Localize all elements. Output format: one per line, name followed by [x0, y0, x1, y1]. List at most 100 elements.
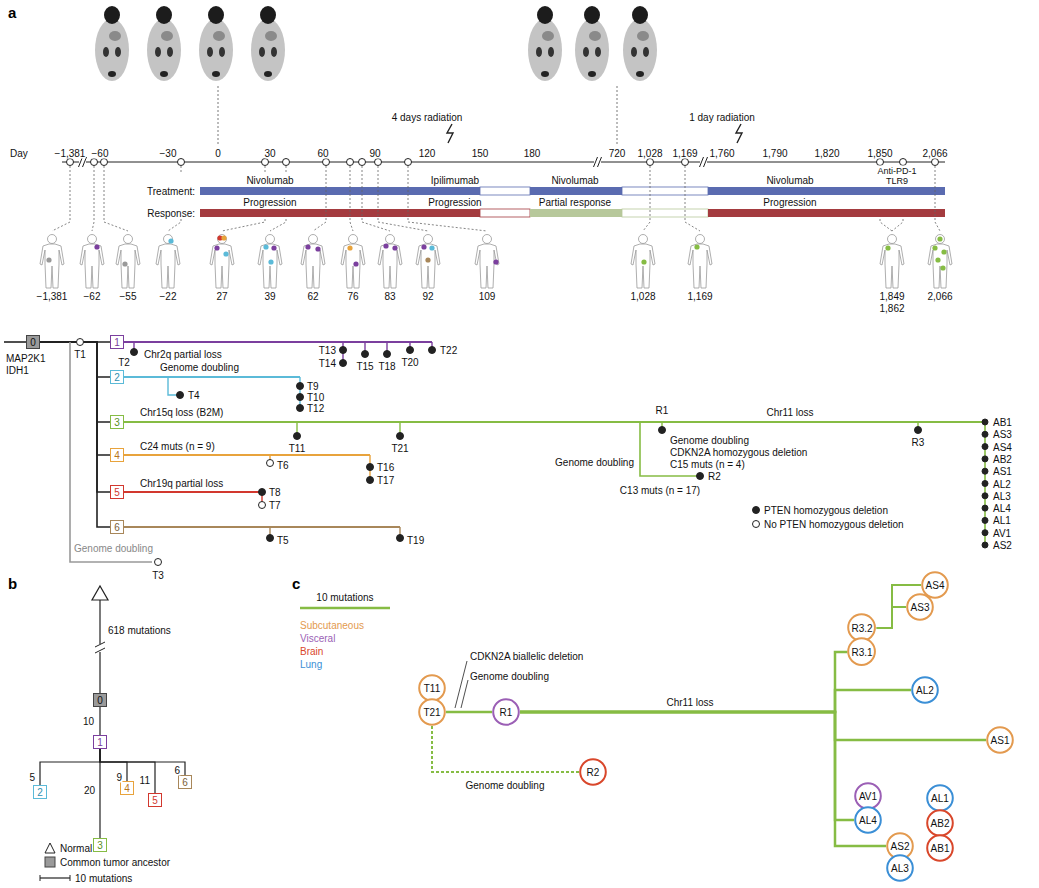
annotation-label: b: [8, 575, 17, 592]
pet-organ: [212, 71, 220, 77]
annotation-label: T3: [152, 570, 164, 581]
body-head: [88, 235, 97, 244]
tumor-dot: [122, 261, 127, 266]
pet-head: [537, 6, 553, 24]
pet-torso: [623, 19, 657, 81]
timepoint-circle: [877, 159, 884, 166]
annotation-label: Genome doubling: [160, 362, 239, 373]
annotation-label: AL3: [993, 490, 1011, 501]
tumor-dot: [937, 236, 942, 241]
pten-deleted-dot: [659, 427, 666, 434]
tumor-dot: [493, 259, 498, 264]
sample-circle: AL4: [854, 806, 882, 834]
body-outline: [928, 244, 952, 288]
body-head: [349, 235, 358, 244]
tree-branch: [877, 607, 906, 628]
response-bar: [530, 209, 622, 217]
annotation-label: T6: [277, 460, 289, 471]
annotation-label: C13 muts (n = 17): [620, 485, 700, 496]
pten-deleted-dot: [982, 530, 988, 536]
node-label: AS4: [926, 580, 945, 591]
legend-item: Brain: [300, 646, 323, 657]
tumor-dot: [305, 244, 310, 249]
radiation-bolt: [447, 124, 453, 143]
annotation-label: 76: [347, 291, 358, 302]
node-label: AL4: [859, 815, 877, 826]
sample-circle: AS1: [986, 726, 1014, 754]
annotation-label: R1: [656, 405, 669, 416]
annotation-label: 1,862: [879, 303, 904, 314]
pet-organ: [160, 71, 168, 77]
annotation-label: Genome doubling: [555, 457, 634, 468]
annotation-label: 618 mutations: [108, 625, 171, 636]
legend-item: No PTEN homozygous deletion: [764, 519, 904, 530]
annotation-label: R2: [708, 471, 721, 482]
annotation-label: 109: [479, 291, 496, 302]
timepoint-circle: [262, 159, 269, 166]
pten-intact-dot: [259, 502, 266, 509]
pten-deleted-dot: [259, 489, 266, 496]
axis-break: [700, 157, 704, 167]
pten-deleted-dot: [982, 468, 988, 474]
pet-torso: [528, 19, 562, 81]
sample-circle: AL3: [886, 854, 914, 882]
node-label: 5: [152, 795, 158, 806]
tree-branch: [520, 690, 911, 712]
node-label: 1: [114, 337, 120, 348]
tree-branch: [40, 342, 110, 455]
treatment-bar: [200, 187, 480, 195]
branch-label: 11: [140, 775, 150, 786]
annotation-label: 2,066: [922, 148, 947, 159]
tumor-dot: [941, 249, 946, 254]
annotation-label: 1,028: [637, 148, 662, 159]
response-bar: [480, 209, 530, 217]
scale-bar: [40, 875, 41, 881]
tree-branch: [520, 712, 886, 846]
tree-branch: [432, 726, 579, 772]
annotation-label: T13: [319, 345, 336, 356]
legend-text: Subcutaneous: [300, 620, 364, 631]
annotation-label: T17: [377, 475, 394, 486]
leader-line: [685, 166, 700, 231]
body-outline: [301, 244, 325, 288]
leader-line: [222, 219, 265, 231]
tumor-dot: [421, 244, 426, 249]
tree-branch: [40, 342, 110, 377]
annotation-label: 4 days radiation: [392, 112, 463, 123]
pten-intact-dot: [267, 460, 274, 467]
pet-organ: [548, 47, 554, 57]
node-label: AS2: [891, 841, 910, 852]
branch-label: 10: [83, 716, 94, 727]
axis-break: [95, 648, 105, 653]
tree-branch: [40, 749, 100, 785]
pten-deleted-dot: [384, 351, 391, 358]
legend-text: Brain: [300, 646, 323, 657]
pten-intact-dot: [155, 559, 162, 566]
radiation-bolt: [736, 124, 742, 143]
tumor-dot: [271, 245, 276, 250]
leader-line: [181, 166, 182, 172]
annotation-label: −1,381: [55, 148, 86, 159]
leader-line: [313, 166, 326, 231]
timepoint-circle: [323, 159, 330, 166]
pet-organ: [536, 47, 542, 57]
leader-line: [617, 86, 618, 145]
annotation-label: Nivolumab: [551, 175, 598, 186]
body-outline: [880, 244, 904, 288]
tumor-dot: [263, 244, 268, 249]
pten-deleted-dot: [340, 347, 347, 354]
legend-item: Normal: [60, 843, 92, 854]
clone-square: 4: [120, 781, 134, 795]
axis-line: [86, 162, 594, 163]
sample-circle-shape: [927, 835, 953, 861]
pten-deleted-dot: [131, 349, 138, 356]
axis-break: [598, 157, 602, 167]
treatment-bar: [530, 187, 622, 195]
pet-organ: [115, 47, 121, 57]
body-outline: [40, 244, 64, 288]
pet-head: [584, 6, 600, 24]
leader-line: [270, 219, 286, 231]
annotation-label: T11: [289, 443, 306, 454]
annotation-label: T15: [356, 361, 373, 372]
tumor-dot: [935, 257, 940, 262]
